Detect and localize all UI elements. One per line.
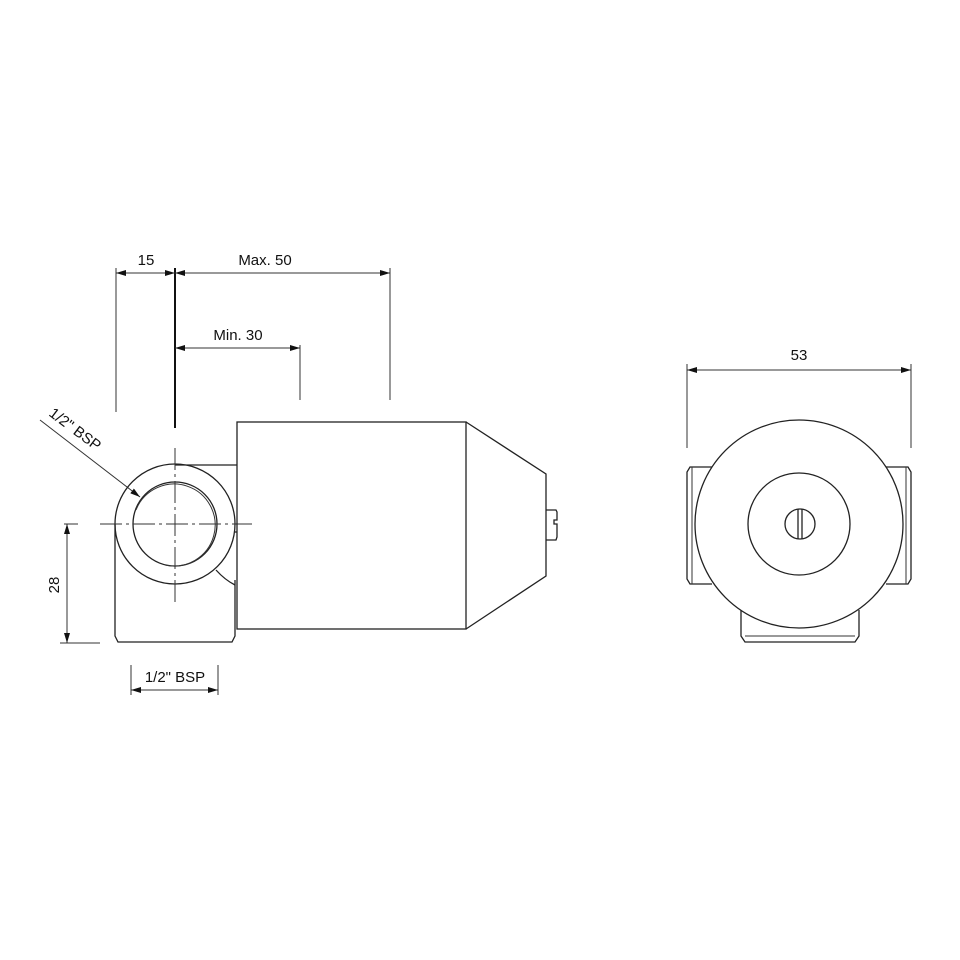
- dimension-offset-label: 15: [138, 252, 155, 269]
- adjust-screw: [546, 509, 558, 541]
- elbow-body: [114, 463, 237, 643]
- dimension-offset: 15: [116, 252, 175, 276]
- left-port: [686, 466, 712, 585]
- dimension-outlet-thread: 1/2" BSP: [130, 665, 219, 695]
- front-view: 53: [686, 347, 912, 643]
- cylinder-body: [236, 421, 467, 630]
- right-port: [886, 466, 912, 585]
- dimension-max-label: Max. 50: [238, 252, 291, 269]
- bottom-port: [740, 610, 860, 643]
- port-inner-arc: [135, 483, 216, 567]
- leader-inlet-thread: 1/2" BSP: [39, 405, 141, 498]
- dimension-height: 28: [46, 523, 100, 644]
- screw-head: [784, 508, 816, 540]
- cap-circle: [747, 472, 851, 576]
- dimension-width: 53: [686, 347, 912, 448]
- dimension-min-length: Min. 30: [175, 327, 300, 351]
- dimension-width-label: 53: [791, 347, 808, 364]
- outlet-thread-label: 1/2" BSP: [145, 669, 205, 686]
- dimension-max-length: Max. 50: [175, 252, 390, 276]
- dimension-min-label: Min. 30: [213, 327, 262, 344]
- body-outer-circle: [694, 419, 904, 629]
- side-view: 15 Max. 50 Min. 30 1/2" BSP: [39, 252, 558, 695]
- dimension-height-label: 28: [46, 577, 63, 594]
- cone-cap: [465, 421, 547, 630]
